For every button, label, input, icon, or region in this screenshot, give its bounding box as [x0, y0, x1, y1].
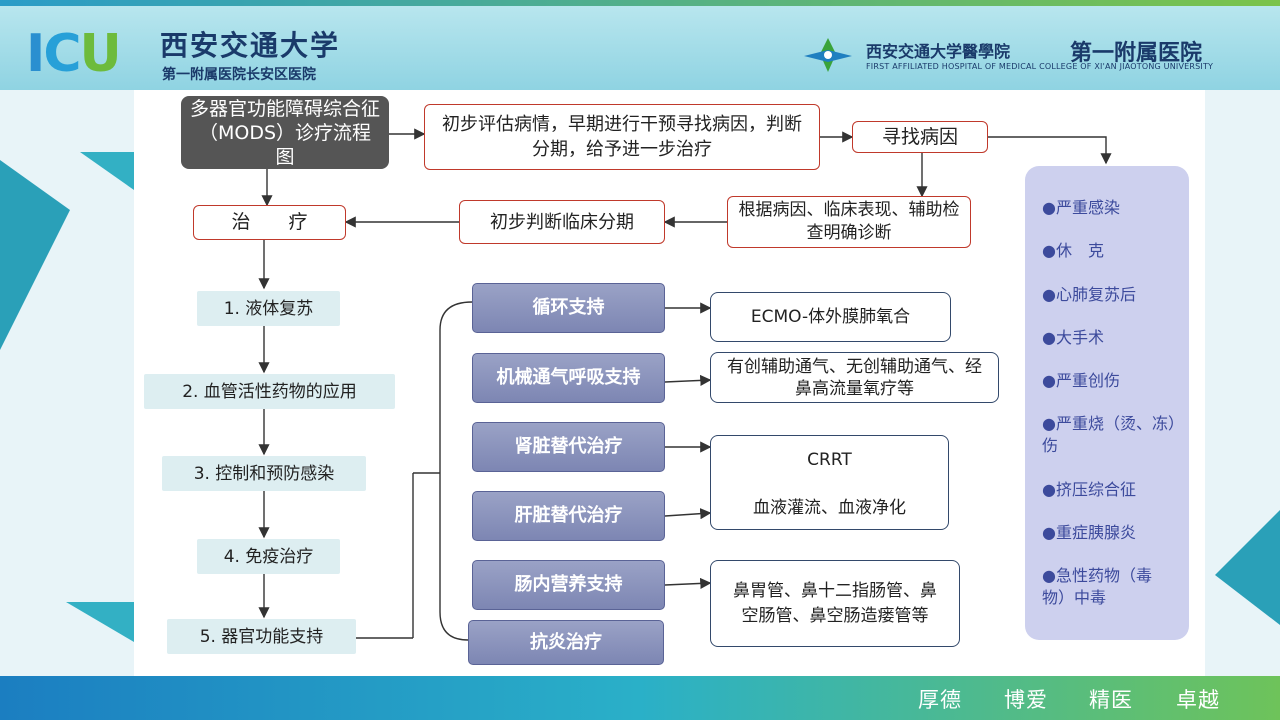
school-name: 西安交通大学	[160, 29, 341, 62]
icu-logo: ICU	[26, 24, 122, 84]
assess-box: 初步评估病情，早期进行干预寻找病因，判断分期，给予进一步治疗	[424, 104, 820, 170]
detail-blood-purification: 血液灌流、血液净化	[753, 498, 906, 518]
causes-panel	[1025, 166, 1189, 640]
support-circulation: 循环支持	[472, 283, 665, 333]
detail-ventilation: 有创辅助通气、无创辅助通气、经鼻高流量氧疗等	[710, 352, 999, 403]
support-anti-inflammatory: 抗炎治疗	[468, 620, 664, 665]
cause-shock: ●休 克	[1042, 241, 1104, 260]
left-triangles	[0, 152, 134, 642]
motto-virtue: 厚德	[918, 688, 962, 712]
cause-acute-poisoning: ●急性药物（毒物）中毒	[1042, 566, 1152, 607]
motto-excellence: 卓越	[1176, 688, 1220, 712]
step-infection-control: 3. 控制和预防感染	[162, 456, 366, 491]
mods-title-box: 多器官功能障碍综合征（MODS）诊疗流程图	[181, 96, 389, 169]
top-accent-strip	[0, 0, 1280, 6]
step-vasoactive-drugs: 2. 血管活性药物的应用	[144, 374, 395, 409]
first-hospital-name: 第一附属医院	[1070, 41, 1203, 66]
cause-major-surgery: ●大手术	[1042, 328, 1104, 347]
cause-post-cpr: ●心肺复苏后	[1042, 285, 1136, 304]
stage-box: 初步判断临床分期	[459, 200, 665, 244]
detail-renal-liver: CRRT 血液灌流、血液净化	[710, 435, 949, 530]
left-decoration	[0, 90, 134, 676]
step-immunotherapy: 4. 免疫治疗	[197, 539, 340, 574]
header-banner: ICU 西安交通大学 第一附属医院长安区医院 西安交通大学醫學院 第一附属医院 …	[0, 6, 1280, 90]
right-triangles	[1215, 510, 1280, 625]
support-renal-replacement: 肾脏替代治疗	[472, 422, 665, 472]
diagnose-box: 根据病因、临床表现、辅助检查明确诊断	[727, 196, 971, 248]
step-fluid-resuscitation: 1. 液体复苏	[197, 291, 340, 326]
support-enteral-nutrition: 肠内营养支持	[472, 560, 665, 610]
support-liver-replacement: 肝脏替代治疗	[472, 491, 665, 541]
motto-love: 博爱	[1004, 688, 1048, 712]
treatment-box: 治 疗	[193, 205, 346, 240]
find-cause-box: 寻找病因	[852, 121, 988, 153]
support-mechanical-ventilation: 机械通气呼吸支持	[472, 353, 665, 403]
hospital-emblem-icon	[804, 38, 852, 72]
cause-severe-pancreatitis: ●重症胰腺炎	[1042, 523, 1136, 542]
cause-severe-trauma: ●严重创伤	[1042, 371, 1120, 390]
cause-severe-infection: ●严重感染	[1042, 198, 1120, 217]
footer-banner: 厚德 博爱 精医 卓越	[0, 676, 1280, 720]
right-decoration	[1205, 90, 1280, 676]
detail-feeding-tube: 鼻胃管、鼻十二指肠管、鼻空肠管、鼻空肠造瘘管等	[710, 560, 960, 647]
step-organ-support: 5. 器官功能支持	[167, 619, 356, 654]
detail-ecmo: ECMO-体外膜肺氧合	[710, 292, 951, 342]
cause-severe-burn: ●严重烧（烫、冻）伤	[1042, 414, 1176, 455]
detail-crrt: CRRT	[807, 450, 852, 470]
hospital-name: 第一附属医院长安区医院	[162, 67, 316, 83]
cause-crush-syndrome: ●挤压综合征	[1042, 480, 1136, 499]
college-name: 西安交通大学醫學院	[866, 42, 1011, 61]
motto-medicine: 精医	[1089, 688, 1133, 712]
english-hospital-name: FIRST AFFILIATED HOSPITAL OF MEDICAL COL…	[866, 62, 1214, 71]
